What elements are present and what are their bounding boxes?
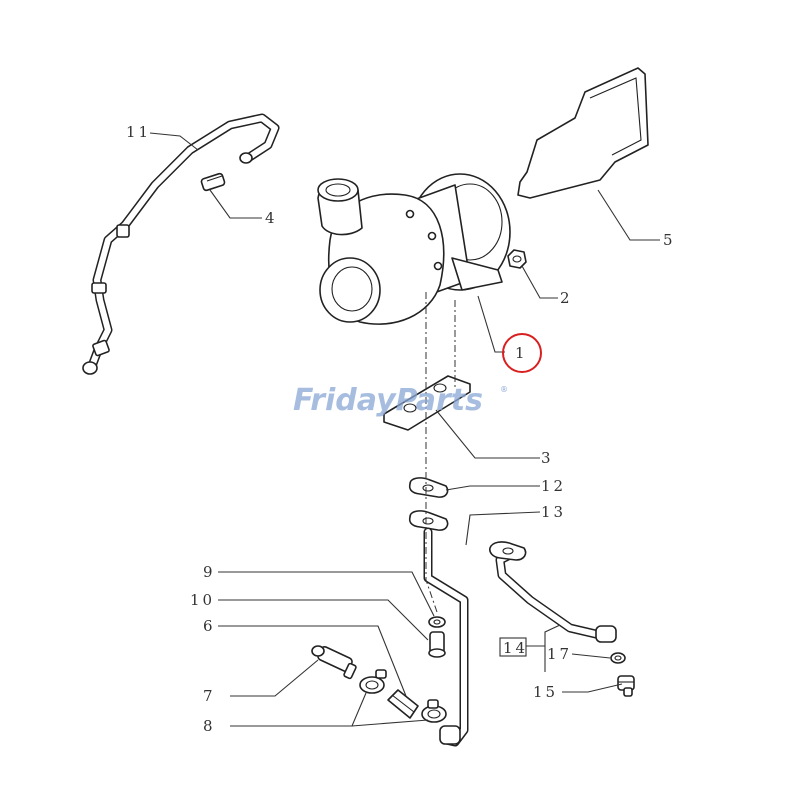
watermark: FridayParts ® (293, 383, 508, 418)
callout-3: 3 (541, 449, 554, 467)
callout-1: 1 (515, 344, 528, 362)
callout-10: 10 (190, 591, 215, 609)
callout-labels: 11 4 5 2 1 3 12 13 9 10 6 7 8 14 17 15 (126, 123, 676, 735)
callout-13: 13 (541, 503, 566, 521)
part-8-hose-clamp-1 (359, 669, 387, 694)
part-4-fitting (200, 172, 226, 192)
callout-7: 7 (203, 687, 216, 705)
part-12-flange-gasket-lower (408, 510, 449, 531)
callout-15: 15 (533, 683, 558, 701)
callout-2: 2 (560, 289, 573, 307)
callout-6: 6 (203, 617, 216, 635)
part-17-seal-ring (610, 652, 626, 664)
callout-8: 8 (203, 717, 216, 735)
part-13-oil-drain-pipe (423, 527, 469, 747)
assembly-center-lines (425, 292, 456, 613)
part-1-turbocharger (317, 173, 511, 325)
part-9-washer (428, 616, 446, 628)
leader-lines (149, 132, 660, 727)
callout-12: 12 (541, 477, 566, 495)
part-6-hose (387, 689, 419, 719)
watermark-text: FridayParts (293, 383, 483, 418)
part-5-heat-shield (517, 67, 649, 199)
part-2-nut (507, 249, 527, 269)
part-10-bolt (428, 631, 446, 658)
callout-5: 5 (663, 231, 676, 249)
part-12-flange-gasket-upper (408, 477, 449, 498)
callout-9: 9 (203, 563, 216, 581)
highlight-circle (502, 333, 542, 373)
callout-17: 17 (547, 645, 572, 663)
part-7-connector (311, 645, 357, 680)
callout-4: 4 (265, 209, 278, 227)
part-3-gasket (383, 375, 471, 431)
callout-14: 14 (503, 639, 528, 657)
part-11-oil-feed-pipe (82, 113, 280, 375)
part-8-hose-clamp-2 (421, 699, 447, 723)
watermark-registered-mark: ® (500, 385, 508, 394)
part-15-union-fitting (617, 675, 635, 697)
callout-11: 11 (126, 123, 151, 141)
callout-14-box (499, 637, 527, 657)
part-14-pipe-assembly (489, 541, 617, 643)
